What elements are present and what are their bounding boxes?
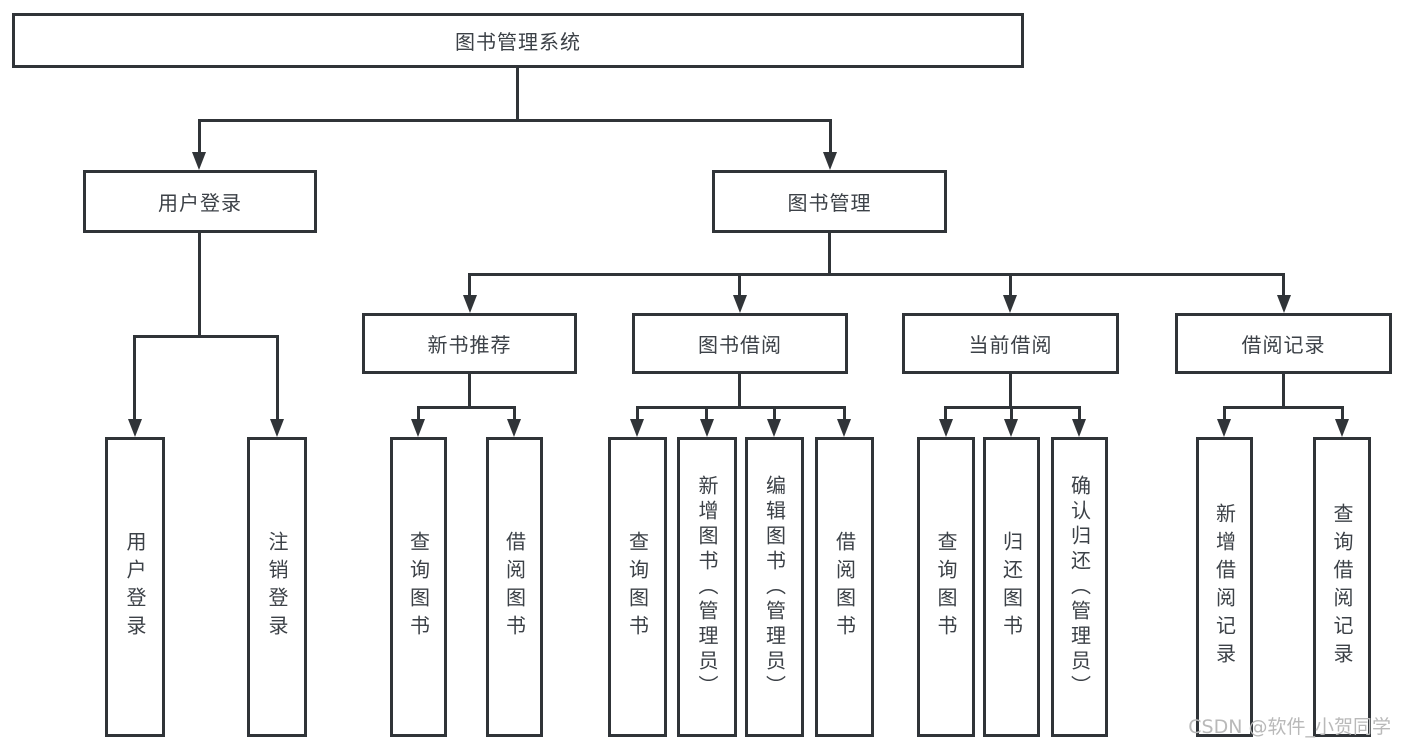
node-borrow-record: 借阅记录 [1175,313,1392,374]
connector [738,273,741,297]
connector [513,406,516,421]
connector [276,335,279,421]
node-bb-borrow-book: 借阅图书 [815,437,874,737]
connector [1078,406,1081,421]
node-br-query-record: 查询借阅记录 [1313,437,1371,737]
connector [636,406,639,421]
connector [773,406,776,421]
arrow-icon [837,419,851,437]
arrow-icon [823,152,837,170]
csdn-watermark: CSDN @软件_小贺同学 [1188,716,1391,738]
connector [198,119,201,154]
arrow-icon [192,152,206,170]
connector [828,233,831,276]
node-cb-query-book: 查询图书 [917,437,975,737]
connector [1282,273,1285,297]
arrow-icon [733,295,747,313]
connector [417,406,420,421]
node-current-borrow: 当前借阅 [902,313,1119,374]
node-nr-borrow-book: 借阅图书 [486,437,543,737]
arrow-icon [411,419,425,437]
connector [198,119,832,122]
connector [1223,406,1344,409]
arrow-icon [939,419,953,437]
node-cb-return-book: 归还图书 [983,437,1040,737]
node-bb-add-book: 新增图书（管理员） [677,437,737,737]
connector [1223,406,1226,421]
arrow-icon [1217,419,1231,437]
connector [1282,374,1285,409]
connector [468,374,471,409]
node-book-borrow: 图书借阅 [632,313,848,374]
connector [705,406,708,421]
connector [133,335,279,338]
connector [516,68,519,122]
connector [636,406,846,409]
connector [738,374,741,409]
connector [1009,273,1012,297]
connector [133,335,136,421]
connector [1010,406,1013,421]
node-root: 图书管理系统 [12,13,1024,68]
arrow-icon [507,419,521,437]
node-bb-edit-book: 编辑图书（管理员） [745,437,804,737]
connector [417,406,516,409]
arrow-icon [1277,295,1291,313]
arrow-icon [463,295,477,313]
arrow-icon [128,419,142,437]
connector [468,273,471,297]
arrow-icon [1072,419,1086,437]
node-logout: 注销登录 [247,437,307,737]
connector [1009,374,1012,409]
arrow-icon [270,419,284,437]
arrow-icon [630,419,644,437]
connector [944,406,947,421]
arrow-icon [1003,295,1017,313]
arrow-icon [700,419,714,437]
connector [1341,406,1344,421]
arrow-icon [1004,419,1018,437]
node-cb-confirm-return: 确认归还（管理员） [1051,437,1108,737]
node-user-login-leaf: 用户登录 [105,437,165,737]
arrow-icon [1335,419,1349,437]
node-nr-query-book: 查询图书 [390,437,447,737]
connector [198,233,201,338]
connector [843,406,846,421]
node-br-add-record: 新增借阅记录 [1196,437,1253,737]
connector [829,119,832,154]
connector [468,273,1285,276]
node-bb-query-book: 查询图书 [608,437,667,737]
node-book-management: 图书管理 [712,170,947,233]
node-new-book-recommend: 新书推荐 [362,313,577,374]
node-user-login: 用户登录 [83,170,317,233]
arrow-icon [767,419,781,437]
